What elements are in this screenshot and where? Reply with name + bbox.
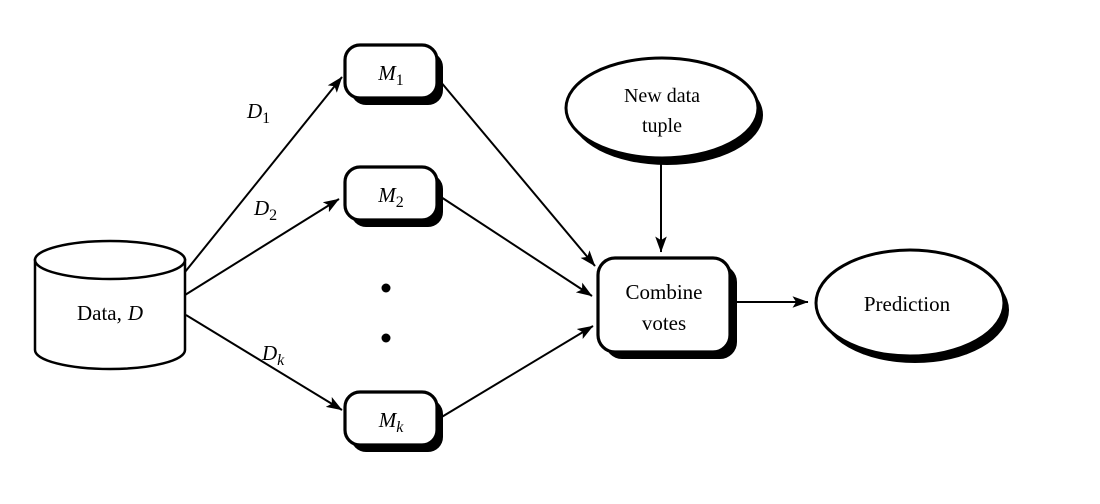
model-k-box	[343, 390, 439, 447]
model-1-node: M1	[343, 43, 443, 105]
cylinder-body	[33, 258, 187, 371]
ellipsis-dot	[381, 283, 391, 293]
data-cylinder-node: Data,D	[33, 239, 187, 371]
prediction-node: Prediction	[814, 248, 1009, 363]
ellipsis-dot	[381, 333, 391, 343]
model-1-box	[343, 43, 439, 100]
arrow-mk-to-combine	[439, 325, 594, 419]
arrow-data-to-m2	[184, 198, 340, 296]
arrow-data-to-mk	[185, 314, 343, 411]
model-k-node: Mk	[343, 390, 443, 452]
combine-votes-box	[596, 256, 732, 354]
model-2-box	[343, 165, 439, 222]
combine-votes-node: Combine votes	[596, 256, 737, 359]
new-data-tuple-node: New data tuple	[564, 56, 763, 165]
cylinder-top	[33, 239, 187, 281]
edge-label-d2: D2	[253, 196, 277, 224]
arrow-data-to-m1	[184, 76, 343, 273]
model-1-label: M1	[377, 61, 404, 89]
vertical-ellipsis-dots	[381, 283, 391, 343]
model-k-label: Mk	[378, 408, 405, 436]
arrow-m1-to-combine	[439, 80, 596, 267]
model-2-label: M2	[377, 183, 404, 211]
edge-label-d1: D1	[246, 99, 270, 127]
edges	[184, 76, 809, 419]
new-data-tuple-label-line2: tuple	[642, 115, 682, 137]
combine-votes-label-line2: votes	[642, 311, 686, 335]
new-data-tuple-label-line1: New data	[624, 85, 700, 107]
new-data-tuple-ellipse	[564, 56, 760, 160]
edge-label-dk: Dk	[261, 341, 285, 369]
data-cylinder-label: Data,D	[77, 301, 143, 325]
edge-labels: D1 D2 Dk	[246, 99, 285, 369]
combine-votes-label-line1: Combine	[626, 280, 703, 304]
arrow-m2-to-combine	[440, 196, 593, 297]
prediction-ellipse	[814, 248, 1006, 358]
model-2-node: M2	[343, 165, 443, 227]
prediction-label: Prediction	[864, 292, 951, 316]
